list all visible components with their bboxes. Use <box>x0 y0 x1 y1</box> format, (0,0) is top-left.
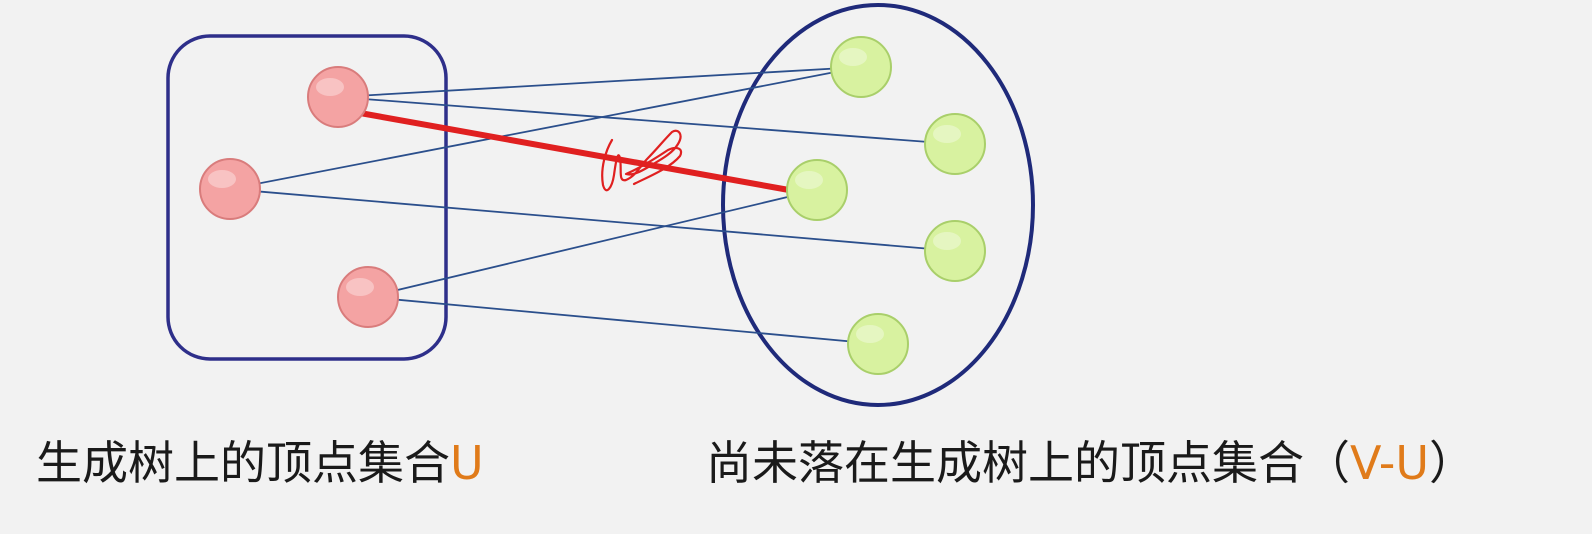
highlighted-edge-group <box>357 110 792 193</box>
tree-vertex-u3 <box>337 266 399 328</box>
non-tree-vertex-circle-v4 <box>924 220 986 282</box>
close-paren: ） <box>1429 436 1476 490</box>
non-tree-vertex-set-label: 尚未落在生成树上的顶点集合（V-U） <box>706 440 1475 486</box>
non-tree-vertex-circle-v5 <box>847 313 909 375</box>
tree-vertex-highlight-u2 <box>208 170 236 188</box>
non-tree-vertex-circle-v2 <box>924 113 986 175</box>
edge-u2-v4 <box>229 188 956 252</box>
edge-u1-v2 <box>337 96 956 145</box>
tree-vertex-u1 <box>307 66 369 128</box>
tree-vertex-set-text: 生成树上的顶点集合 <box>36 436 450 490</box>
edge-u3-v5 <box>367 296 879 345</box>
open-paren: （ <box>1304 436 1350 490</box>
non-tree-vertex-circle-v1 <box>830 36 892 98</box>
edge-u1-v1 <box>337 66 862 98</box>
set-v-minus-u-symbol: V-U <box>1350 436 1430 490</box>
non-tree-vertex-v2 <box>924 113 986 175</box>
tree-vertex-circle-u1 <box>307 66 369 128</box>
set-u-symbol: U <box>450 436 484 490</box>
non-tree-vertex-circle-v3 <box>786 159 848 221</box>
non-tree-vertex-highlight-v5 <box>856 325 884 343</box>
tree-vertex-highlight-u3 <box>346 278 374 296</box>
non-tree-vertex-v3 <box>786 159 848 221</box>
non-tree-vertex-set-ellipse <box>721 3 1035 407</box>
tree-vertex-circle-u2 <box>199 158 261 220</box>
non-tree-vertex-highlight-v4 <box>933 232 961 250</box>
edge-u2-v1 <box>229 66 862 190</box>
tree-vertex-u2 <box>199 158 261 220</box>
non-tree-vertex-v5 <box>847 313 909 375</box>
candidate-edges <box>229 66 956 345</box>
non-tree-vertex-highlight-v3 <box>795 171 823 189</box>
vertices <box>199 36 986 375</box>
non-tree-vertex-highlight-v2 <box>933 125 961 143</box>
tree-vertex-set-box <box>166 34 448 361</box>
edge-u3-v3 <box>367 189 818 298</box>
tree-vertex-set-label: 生成树上的顶点集合U <box>36 440 484 486</box>
non-tree-vertex-highlight-v1 <box>839 48 867 66</box>
handwritten-scribble-mark <box>601 129 683 192</box>
highlighted-min-edge <box>357 110 792 193</box>
non-tree-vertex-set-text: 尚未落在生成树上的顶点集合 <box>706 436 1304 490</box>
non-tree-vertex-v4 <box>924 220 986 282</box>
tree-vertex-circle-u3 <box>337 266 399 328</box>
non-tree-vertex-v1 <box>830 36 892 98</box>
tree-vertex-highlight-u1 <box>316 78 344 96</box>
